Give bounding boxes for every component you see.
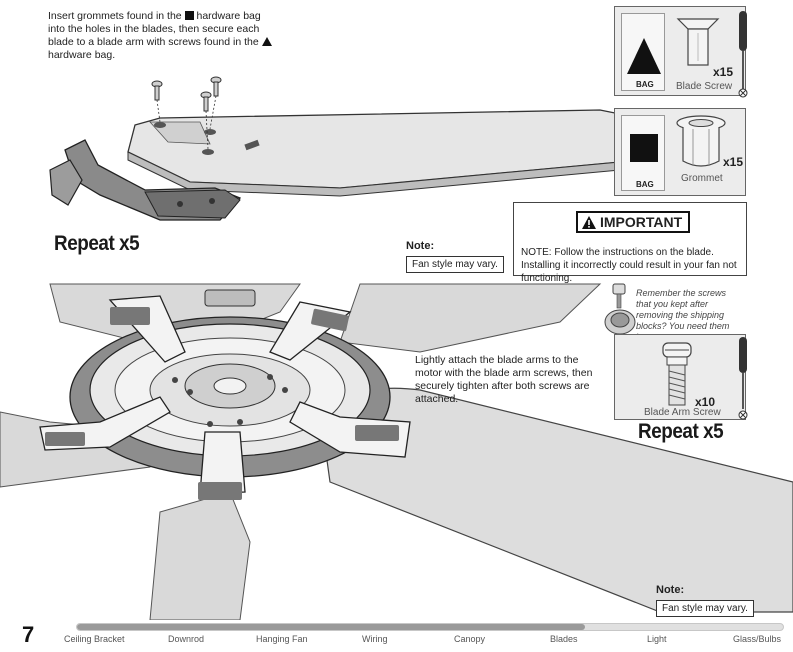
- square-bag-card: BAG: [621, 115, 665, 191]
- grommet-quantity: x15: [723, 155, 744, 169]
- screwdriver-icon: [738, 337, 748, 420]
- screwdriver-icon: [738, 11, 748, 98]
- blade-screw-caption: Blade Screw: [676, 81, 733, 92]
- blade-arm-screw-caption: Blade Arm Screw: [644, 407, 721, 418]
- progress-bar: [76, 623, 784, 631]
- blade-attach-illustration: [49, 76, 620, 221]
- bottom-note-box: Fan style may vary.: [656, 600, 754, 617]
- top-note-box: Fan style may vary.: [406, 256, 504, 273]
- top-instruction: Insert grommets found in the hardware ba…: [48, 10, 278, 62]
- nav-item-ceiling-bracket[interactable]: Ceiling Bracket: [64, 634, 125, 644]
- blade-screw-bag-label: BAG: [636, 80, 654, 89]
- nav-item-canopy[interactable]: Canopy: [454, 634, 486, 644]
- blade-arm-screw-icon: [662, 342, 692, 406]
- nav-item-downrod[interactable]: Downrod: [168, 634, 205, 644]
- square-bag-icon: [184, 11, 194, 20]
- triangle-bag-icon: [627, 38, 661, 74]
- nav-item-blades[interactable]: Blades: [550, 634, 578, 644]
- nav-item-light[interactable]: Light: [647, 634, 667, 644]
- page-number: 7: [22, 622, 35, 647]
- triangle-bag-card: BAG: [621, 13, 665, 91]
- grommet-caption: Grommet: [681, 173, 723, 184]
- important-text: NOTE: Follow the instructions on the bla…: [521, 247, 737, 284]
- top-instruction-part1: Insert grommets found in the: [48, 10, 182, 22]
- triangle-bag-icon: [261, 37, 272, 46]
- top-instruction-part2: hardware bag into the holes in the blade…: [48, 10, 261, 48]
- blade-screw-icon: [676, 18, 720, 66]
- top-instruction-part3: hardware bag.: [48, 49, 116, 61]
- motor-blade-arm-illustration: [0, 283, 793, 620]
- grommet-hardware-panel: BAG x15 Grommet: [614, 108, 746, 196]
- blade-arm-screw-hardware-panel: x10 Blade Arm Screw: [614, 334, 748, 420]
- nav-item-wiring[interactable]: Wiring: [362, 634, 388, 644]
- top-repeat-label: Repeat x5: [54, 232, 140, 255]
- important-title: IMPORTANT: [600, 214, 683, 230]
- grommet-bag-label: BAG: [636, 180, 654, 189]
- grommet-icon: [676, 115, 726, 167]
- progress-bar-fill: [77, 624, 586, 630]
- important-title-badge: IMPORTANT: [576, 211, 691, 233]
- bottom-instruction: Lightly attach the blade arms to the mot…: [415, 354, 593, 405]
- warning-icon: [582, 215, 596, 229]
- bottom-note-label: Note:: [656, 584, 685, 596]
- bottom-repeat-label: Repeat x5: [638, 420, 724, 443]
- nav-item-hanging-fan[interactable]: Hanging Fan: [256, 634, 308, 644]
- blade-screw-hardware-panel: BAG x15 Blade Screw: [614, 6, 748, 98]
- top-note-label: Note:: [406, 240, 435, 252]
- blade-arm-screw-quantity: x10: [695, 395, 716, 409]
- important-notice: IMPORTANT NOTE: Follow the instructions …: [513, 202, 747, 284]
- blade-screw-quantity: x15: [713, 65, 734, 79]
- square-bag-icon: [630, 134, 658, 162]
- nav-item-glass-bulbs[interactable]: Glass/Bulbs: [733, 634, 782, 644]
- shipping-block-screw-icon: [604, 283, 636, 335]
